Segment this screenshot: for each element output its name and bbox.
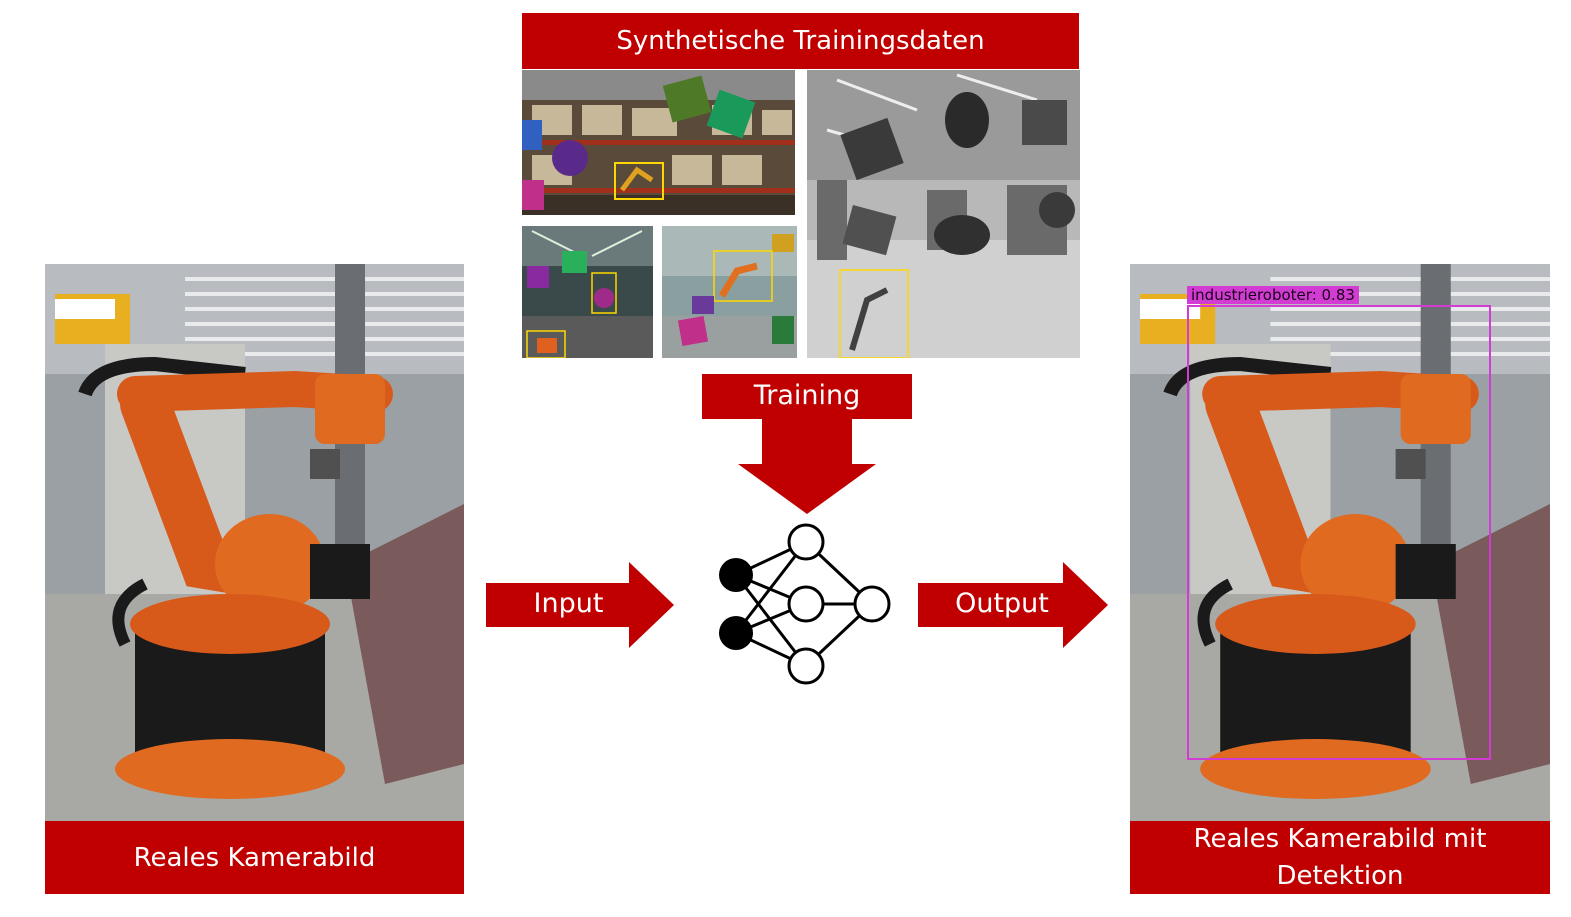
detection-caption-bar: Reales Kamerabild mit Detektion xyxy=(1130,821,1550,894)
training-label: Training xyxy=(753,380,861,411)
detection-caption-line2: Detektion xyxy=(1276,860,1404,891)
output-label: Output xyxy=(955,588,1049,619)
detection-bounding-box xyxy=(1187,305,1491,760)
synthetic-data-title: Synthetische Trainingsdaten xyxy=(616,26,985,56)
synthetic-data-title-bar: Synthetische Trainingsdaten xyxy=(522,13,1079,69)
training-arrow xyxy=(702,374,912,514)
input-arrow xyxy=(486,562,674,648)
detection-caption-line1: Reales Kamerabild mit xyxy=(1193,823,1487,854)
real-camera-image xyxy=(45,264,464,821)
input-label: Input xyxy=(533,588,604,619)
synthetic-image-grayscale-hall xyxy=(807,70,1080,358)
real-camera-caption: Reales Kamerabild xyxy=(133,842,376,873)
detection-label: industrieroboter: 0.83 xyxy=(1187,286,1359,304)
synthetic-image-factory-floor xyxy=(662,226,797,358)
output-arrow xyxy=(918,562,1108,648)
neural-network-icon xyxy=(712,520,898,690)
detection-camera-image xyxy=(1130,264,1550,821)
synthetic-image-warehouse-shelves xyxy=(522,70,795,215)
synthetic-image-hall-small xyxy=(522,226,653,358)
real-camera-caption-bar: Reales Kamerabild xyxy=(45,821,464,894)
